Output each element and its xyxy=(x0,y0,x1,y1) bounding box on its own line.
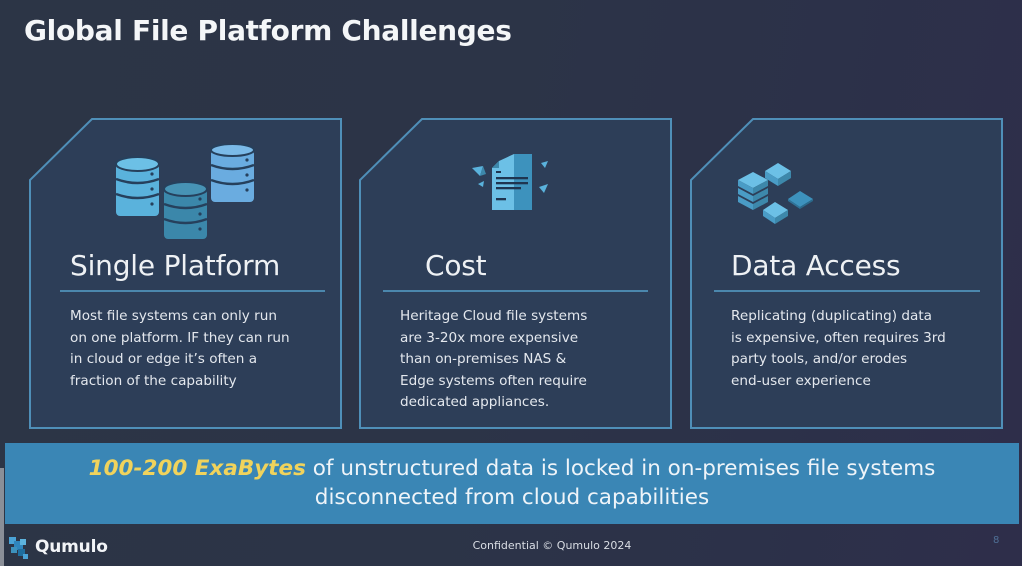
key-stat-banner: 100-200 ExaBytes of unstructured data is… xyxy=(5,443,1019,524)
card-body: Heritage Cloud file systems are 3-20x mo… xyxy=(400,306,587,414)
card-body-line: Most file systems can only run xyxy=(70,308,277,324)
qumulo-logo: Qumulo xyxy=(8,533,108,561)
card-data-access: Data Access Replicating (duplicating) da… xyxy=(690,118,1003,429)
qumulo-logo-icon xyxy=(9,537,28,559)
card-heading: Cost xyxy=(425,249,487,282)
card-single-platform: Single Platform Most file systems can on… xyxy=(29,118,342,429)
banner-line-1: 100-200 ExaBytes of unstructured data is… xyxy=(5,454,1019,483)
left-edge-bar xyxy=(0,468,4,566)
card-body-line: Heritage Cloud file systems xyxy=(400,308,588,324)
card-body-line: than on-premises NAS & xyxy=(400,351,567,368)
confidential-notice: Confidential © Qumulo 2024 xyxy=(472,539,632,552)
card-body-line: end-user experience xyxy=(731,372,871,389)
banner-line-2: disconnected from cloud capabilities xyxy=(314,485,710,510)
slide-title: Global File Platform Challenges xyxy=(24,14,512,47)
banner-highlight: 100-200 ExaBytes xyxy=(88,456,306,481)
card-body-line: fraction of the capability xyxy=(70,372,237,389)
card-body-line: Edge systems often require xyxy=(400,372,587,389)
card-body-line: party tools, and/or erodes xyxy=(731,351,908,368)
card-body-line: on one platform. IF they can run xyxy=(70,329,290,346)
heading-divider xyxy=(60,290,325,292)
card-body-line: are 3-20x more expensive xyxy=(400,329,579,346)
page-number: 8 xyxy=(993,535,1000,546)
banner-text: of unstructured data is locked in on-pre… xyxy=(305,456,936,481)
database-stack-icon xyxy=(111,143,259,247)
card-frame xyxy=(29,118,342,429)
card-body: Replicating (duplicating) data is expens… xyxy=(731,306,946,392)
card-frame xyxy=(359,118,672,429)
card-cost: Cost Heritage Cloud file systems are 3-2… xyxy=(359,118,672,429)
card-body-line: Replicating (duplicating) data xyxy=(731,308,932,324)
card-heading: Single Platform xyxy=(70,249,281,282)
card-body: Most file systems can only run on one pl… xyxy=(70,306,290,392)
card-frame xyxy=(690,118,1003,429)
heading-divider xyxy=(383,290,648,292)
card-body-line: dedicated appliances. xyxy=(400,394,550,411)
data-blocks-icon xyxy=(733,158,821,235)
card-heading: Data Access xyxy=(731,249,901,282)
logo-wordmark: Qumulo xyxy=(35,537,108,557)
card-body-line: is expensive, often requires 3rd xyxy=(731,329,946,346)
card-body-line: in cloud or edge it’s often a xyxy=(70,351,258,368)
heading-divider xyxy=(714,290,980,292)
document-cost-icon xyxy=(469,154,559,219)
